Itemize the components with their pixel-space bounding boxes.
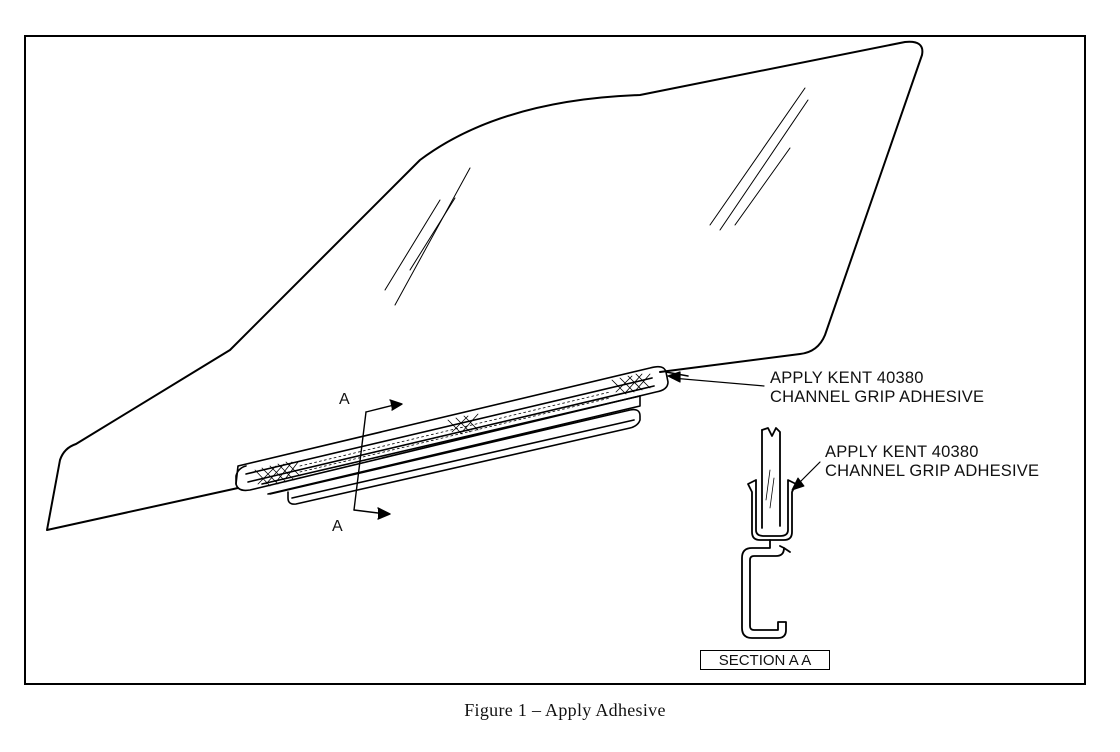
- section-callout-line1: APPLY KENT 40380: [825, 443, 979, 461]
- main-callout-line1: APPLY KENT 40380: [770, 369, 924, 387]
- section-marker-bottom: A: [332, 518, 343, 535]
- section-marker-top: A: [339, 391, 350, 408]
- adhesive-hatch-patches: [254, 373, 651, 487]
- window-glass: [46, 40, 924, 531]
- section-adhesive-callout: APPLY KENT 40380 CHANNEL GRIP ADHESIVE: [825, 443, 1039, 481]
- figure-frame: [24, 35, 1086, 685]
- glass-reflection-right: [709, 87, 809, 231]
- section-cut-line: [353, 399, 403, 520]
- main-adhesive-callout: APPLY KENT 40380 CHANNEL GRIP ADHESIVE: [770, 369, 984, 407]
- section-aa-profile: [741, 427, 821, 639]
- figure-caption: Figure 1 – Apply Adhesive: [464, 700, 666, 720]
- main-callout-line2: CHANNEL GRIP ADHESIVE: [770, 388, 985, 406]
- glass-reflection-left: [384, 167, 471, 306]
- section-callout-line2: CHANNEL GRIP ADHESIVE: [825, 462, 1040, 480]
- main-callout-leader: [667, 371, 765, 387]
- section-aa-label: SECTION A A: [700, 650, 830, 670]
- channel-assembly: [235, 365, 689, 505]
